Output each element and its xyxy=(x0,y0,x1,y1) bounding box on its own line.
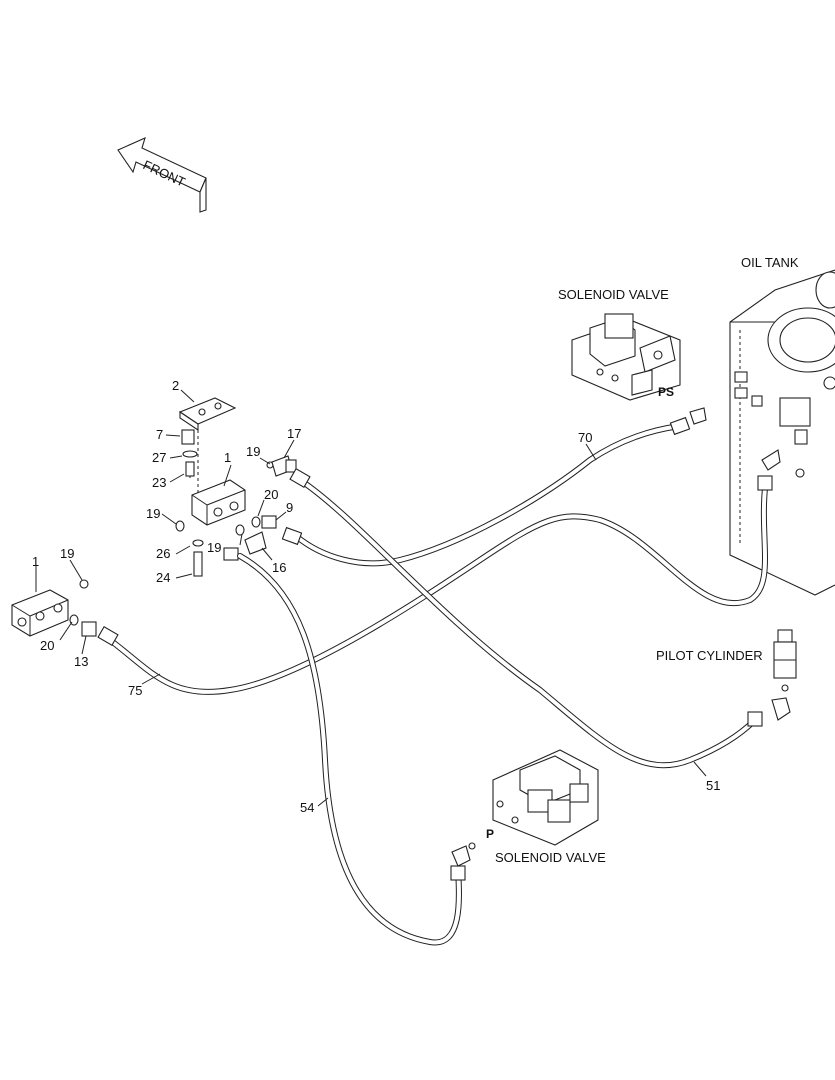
callout-16: 16 xyxy=(272,560,286,575)
solenoid-valve-top: SOLENOID VALVE PS xyxy=(558,287,681,401)
callout-27: 27 xyxy=(152,450,166,465)
hose-54 xyxy=(237,553,476,946)
hose-75 xyxy=(97,449,781,695)
hose-51 xyxy=(289,468,763,769)
callout-7: 7 xyxy=(156,427,163,442)
callout-54: 54 xyxy=(300,800,314,815)
pilot-cylinder-caption: PILOT CYLINDER xyxy=(656,648,763,663)
callout-20-left: 20 xyxy=(40,638,54,653)
port-p-label: P xyxy=(486,827,494,841)
manifold-left xyxy=(11,579,97,637)
manifold-top xyxy=(175,397,297,577)
pilot-cylinder: PILOT CYLINDER xyxy=(656,629,797,721)
leader-lines xyxy=(35,389,707,807)
callout-23: 23 xyxy=(152,475,166,490)
callout-19-mid: 19 xyxy=(207,540,221,555)
callout-19-top: 19 xyxy=(246,444,260,459)
callout-24: 24 xyxy=(156,570,170,585)
callout-1-left: 1 xyxy=(32,554,39,569)
callout-26: 26 xyxy=(156,546,170,561)
oil-tank-caption: OIL TANK xyxy=(741,255,799,270)
callout-13: 13 xyxy=(74,654,88,669)
callout-2: 2 xyxy=(172,378,179,393)
solenoid-valve-bottom-caption: SOLENOID VALVE xyxy=(495,850,606,865)
hose-70 xyxy=(281,407,707,567)
callout-9: 9 xyxy=(286,500,293,515)
callout-19-left: 19 xyxy=(146,506,160,521)
front-arrow: FRONT xyxy=(117,137,207,213)
callout-1-top: 1 xyxy=(224,450,231,465)
callout-20-top: 20 xyxy=(264,487,278,502)
callout-51: 51 xyxy=(706,778,720,793)
callout-19-far: 19 xyxy=(60,546,74,561)
solenoid-valve-top-caption: SOLENOID VALVE xyxy=(558,287,669,302)
port-ps-label: PS xyxy=(658,385,674,399)
solenoid-valve-bottom: SOLENOID VALVE P xyxy=(486,749,606,865)
callout-70: 70 xyxy=(578,430,592,445)
callout-17: 17 xyxy=(287,426,301,441)
callouts: 2 7 27 23 1 19 17 20 9 19 26 19 16 24 1 … xyxy=(32,378,720,815)
oil-tank: OIL TANK xyxy=(729,255,835,596)
callout-75: 75 xyxy=(128,683,142,698)
